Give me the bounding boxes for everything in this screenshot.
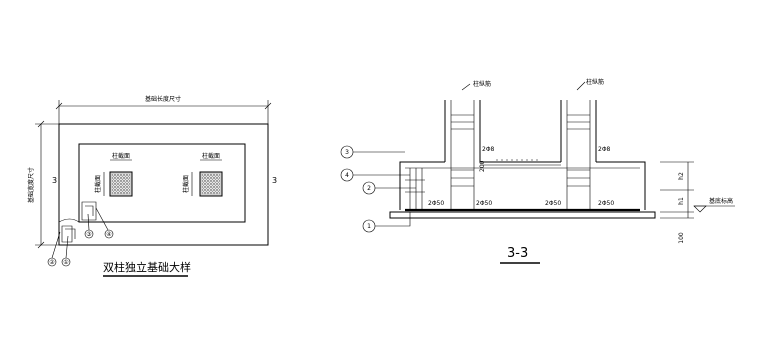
section-left-column [444, 100, 481, 211]
section-mark-left: 3 [52, 176, 57, 185]
footing-outer-outline [58, 123, 269, 246]
right-column-hatch [202, 174, 220, 194]
vdim-slash-bottom [37, 241, 45, 249]
stirrup-label-3: 2Φ50 [545, 200, 561, 207]
right-column-label: 柱截面 [202, 152, 220, 160]
callout-text-1: ② [49, 259, 55, 266]
callout-leader-4 [95, 207, 109, 231]
section-callout-4: 4 [345, 172, 349, 179]
corner-bar-2 [65, 228, 76, 239]
elevation-label: 基底标高 [709, 197, 733, 205]
inner-corner-detail [81, 201, 97, 221]
elevation-triangle [693, 205, 707, 213]
spacing-label: 200 [479, 160, 486, 172]
callout-text-2: ① [63, 259, 68, 266]
vdim-slash-top [37, 120, 45, 128]
section-title: 3-3 [507, 246, 528, 261]
beam-bar-label-right: 2Φ8 [598, 146, 611, 153]
corner-outline [58, 222, 79, 246]
left-column-top-label: 柱纵筋 [473, 80, 491, 88]
callout-text-4: ④ [106, 231, 111, 238]
dim-100: 100 [678, 232, 685, 244]
vertical-dim-label: 基础宽度尺寸 [27, 167, 35, 203]
section-callout-2: 2 [367, 185, 371, 192]
stirrup-label-1: 2Φ50 [428, 200, 444, 207]
right-column-top-leader [576, 81, 586, 91]
section-view: 柱纵筋 柱纵筋 [340, 78, 735, 264]
corner-arc [58, 218, 80, 223]
left-column-hatch [112, 174, 130, 194]
callout-circle-1 [47, 257, 57, 267]
callout-circle-2 [61, 257, 71, 267]
dim-slash-right [264, 102, 272, 110]
callout-circle-4 [104, 229, 114, 239]
left-column: 柱截面 柱截面 [94, 152, 133, 197]
callout-leader-1 [51, 231, 61, 259]
dim-h2: h2 [678, 172, 685, 180]
section-callouts: 3 4 2 1 [340, 145, 416, 233]
callout-leader-2 [65, 235, 69, 259]
right-column-top-label: 柱纵筋 [586, 78, 604, 86]
right-column-side-label: 柱截面 [182, 175, 190, 193]
plan-callouts: ② ① ③ ④ [47, 207, 114, 267]
footing-left-shoulder [399, 161, 445, 210]
right-column: 柱截面 柱截面 [182, 152, 223, 197]
stirrup-label-2: 2Φ50 [476, 200, 492, 207]
blinding-layer [389, 211, 656, 219]
left-column-side-label: 柱截面 [94, 175, 102, 193]
stirrup-label-4: 2Φ50 [598, 200, 614, 207]
overall-dim-label: 基础长度尺寸 [145, 95, 181, 103]
left-column-top-leader [461, 83, 471, 91]
footing-section-body [389, 150, 656, 219]
callout-circle-3 [84, 229, 94, 239]
section-callout-3: 3 [345, 149, 349, 156]
plan-caption: 双柱独立基础大样 [103, 260, 191, 274]
section-callout-1: 1 [367, 223, 371, 230]
callout-leader-3 [87, 213, 90, 231]
left-column-label: 柱截面 [112, 152, 130, 160]
beam-bar-label-left: 2Φ8 [482, 146, 495, 153]
section-mark-right: 3 [272, 176, 277, 185]
inner-corner-bar [85, 205, 94, 216]
footing-right-shoulder [596, 161, 646, 210]
dim-h1: h1 [678, 197, 685, 205]
callout-text-3: ③ [86, 231, 91, 238]
dim-slash-left [55, 102, 63, 110]
section-right-column [560, 100, 597, 211]
corner-bar-1 [61, 225, 73, 243]
section-dimensions: h2 h1 100 基底标高 [660, 161, 735, 244]
footing-inner-outline [78, 143, 246, 223]
plan-view: 基础长度尺寸 基础宽度尺寸 3 3 柱截面 柱截面 柱截面 柱截面 [27, 95, 277, 277]
corner-rebar-detail [58, 201, 97, 246]
section-callout-leader-1 [375, 212, 411, 227]
